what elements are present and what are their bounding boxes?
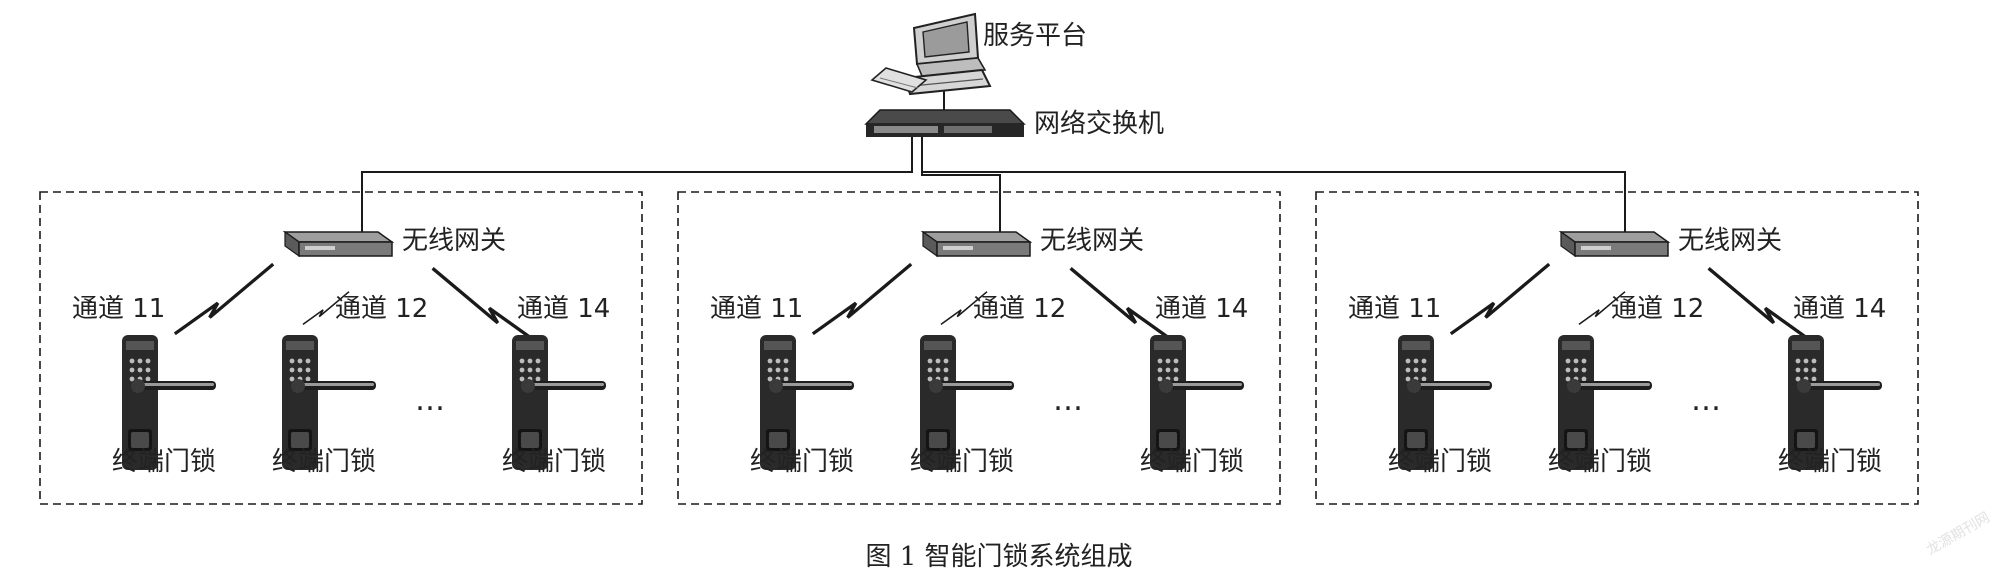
channel-label: 通道 14 bbox=[1793, 294, 1886, 324]
terminal-lock-label: 终端门锁 bbox=[1388, 447, 1492, 477]
network-cable bbox=[361, 136, 913, 238]
terminal-lock-label: 终端门锁 bbox=[910, 447, 1014, 477]
wireless-gateway-icon bbox=[920, 230, 1033, 258]
channel-label: 通道 12 bbox=[973, 294, 1066, 324]
gateway-label: 无线网关 bbox=[1678, 226, 1782, 256]
figure-caption: 图 1 智能门锁系统组成 bbox=[865, 542, 1132, 572]
channel-label: 通道 12 bbox=[335, 294, 428, 324]
channel-label: 通道 12 bbox=[1611, 294, 1704, 324]
network-switch-icon bbox=[864, 109, 1026, 137]
wireless-link-icon bbox=[172, 262, 276, 336]
wireless-link-icon bbox=[1448, 262, 1552, 336]
channel-label: 通道 11 bbox=[710, 294, 803, 324]
terminal-lock-label: 终端门锁 bbox=[112, 447, 216, 477]
gateway-group-frame bbox=[39, 191, 643, 505]
gateway-label: 无线网关 bbox=[402, 226, 506, 256]
gateway-label: 无线网关 bbox=[1040, 226, 1144, 256]
terminal-lock-label: 终端门锁 bbox=[1548, 447, 1652, 477]
wireless-link-icon bbox=[810, 262, 914, 336]
ellipsis-more-locks: … bbox=[1691, 383, 1721, 418]
channel-label: 通道 14 bbox=[1155, 294, 1248, 324]
gateway-group-frame bbox=[1315, 191, 1919, 505]
terminal-lock-label: 终端门锁 bbox=[502, 447, 606, 477]
ellipsis-more-locks: … bbox=[1053, 383, 1083, 418]
terminal-lock-label: 终端门锁 bbox=[272, 447, 376, 477]
ellipsis-more-locks: … bbox=[415, 383, 445, 418]
channel-label: 通道 11 bbox=[1348, 294, 1441, 324]
switch-label: 网络交换机 bbox=[1034, 109, 1164, 139]
server-label: 服务平台 bbox=[983, 21, 1087, 51]
terminal-lock-label: 终端门锁 bbox=[1140, 447, 1244, 477]
channel-label: 通道 11 bbox=[72, 294, 165, 324]
network-cable bbox=[921, 136, 1626, 238]
terminal-lock-label: 终端门锁 bbox=[1778, 447, 1882, 477]
watermark-text: 龙源期刊网 bbox=[1924, 510, 1993, 559]
wireless-gateway-icon bbox=[282, 230, 395, 258]
network-cable bbox=[921, 136, 1001, 238]
wireless-gateway-icon bbox=[1558, 230, 1671, 258]
terminal-lock-label: 终端门锁 bbox=[750, 447, 854, 477]
server-computer-icon bbox=[870, 12, 992, 96]
channel-label: 通道 14 bbox=[517, 294, 610, 324]
gateway-group-frame bbox=[677, 191, 1281, 505]
